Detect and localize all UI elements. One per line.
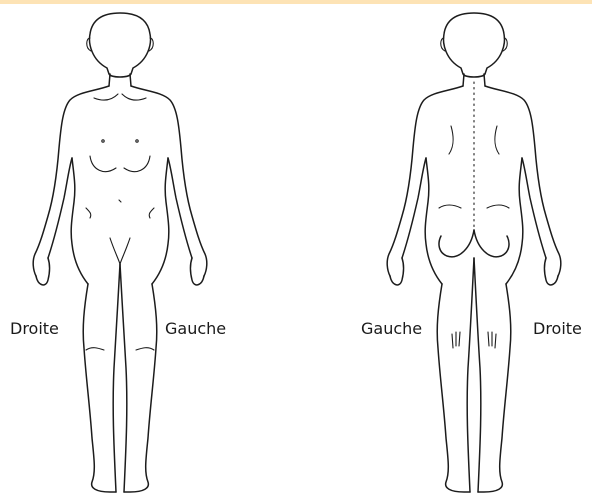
top-accent-strip	[0, 0, 592, 4]
back-body-figure	[355, 8, 592, 494]
back-left-side-label: Gauche	[361, 321, 422, 337]
front-body-figure	[0, 8, 240, 494]
back-right-side-label: Droite	[533, 321, 582, 337]
front-right-side-label: Droite	[10, 321, 59, 337]
front-left-side-label: Gauche	[165, 321, 226, 337]
